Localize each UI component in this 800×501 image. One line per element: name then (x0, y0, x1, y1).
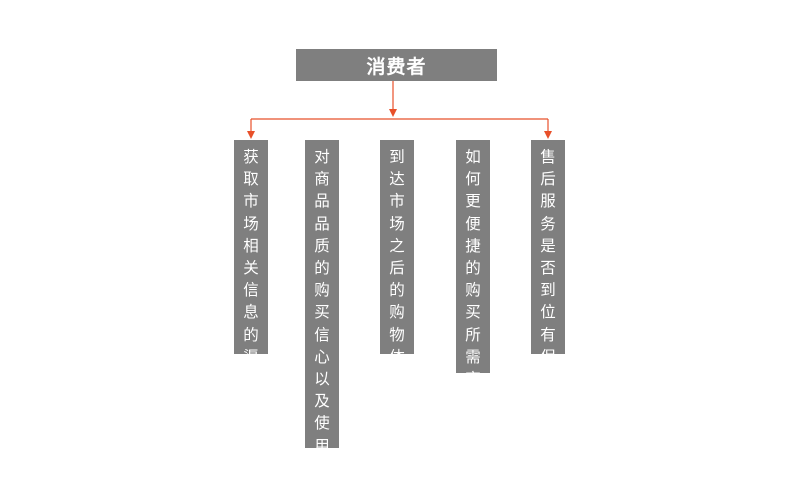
child-node-2-label: 对商品品质的购买信心以及使用参考 (314, 148, 330, 500)
child-node-3: 到达市场之后的购物体验 (380, 140, 414, 388)
child-node-4-label: 如何更便捷的购买所需商品 (465, 148, 481, 411)
child-node-5-label: 售后服务是否到位有保障 (540, 148, 556, 389)
connector-lines (247, 81, 552, 139)
child-node-1-label: 获取市场相关信息的渠道 (243, 148, 259, 389)
root-node-label: 消费者 (366, 55, 427, 78)
child-node-5: 售后服务是否到位有保障 (531, 140, 565, 388)
child-node-2: 对商品品质的购买信心以及使用参考 (305, 140, 339, 499)
child-node-1: 获取市场相关信息的渠道 (234, 140, 268, 388)
root-node-box: 消费者 (296, 49, 497, 81)
child-node-3-label: 到达市场之后的购物体验 (389, 148, 405, 389)
child-node-4: 如何更便捷的购买所需商品 (456, 140, 490, 410)
